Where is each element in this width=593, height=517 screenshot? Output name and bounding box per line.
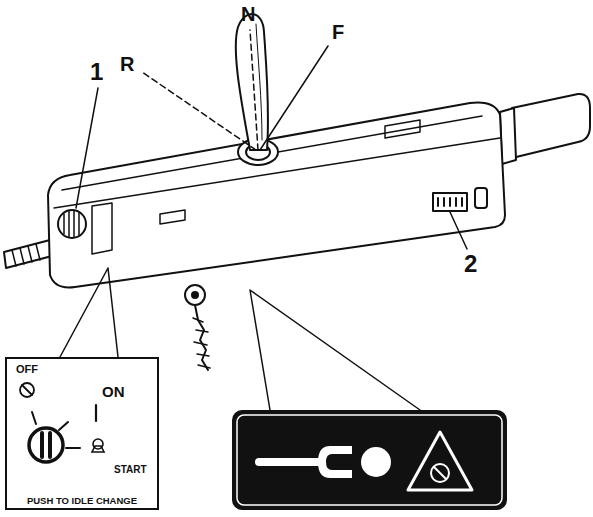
ignition-inset: OFF ON START PUSH TO IDLE CHANGE [5,357,159,510]
label-plate [232,410,507,510]
stop-switch [185,285,205,305]
forward-line [260,46,328,150]
cable-hatch [12,244,40,266]
leader-line [250,290,420,410]
housing-slot [160,210,185,224]
label-border [237,415,502,505]
housing-slot [385,120,420,138]
start-symbol [92,446,104,452]
stop-switch-pin [192,292,198,298]
tiller-handle [4,14,590,410]
position-letter: F [332,22,344,42]
cord-coil [193,318,210,368]
clip-symbol [255,458,323,466]
key-switch [58,210,86,238]
button [475,188,487,208]
switch-recess [92,203,112,254]
leader-line [60,268,118,357]
off-symbol [22,385,32,395]
tick [32,412,36,424]
on-symbol [95,405,97,421]
key-slot-symbol [42,433,50,457]
key-slot-symbol [29,428,63,462]
position-letter: R [120,54,134,74]
switch-position-label: START [114,465,147,475]
warning-symbol [431,464,449,482]
leader-line [450,212,467,249]
housing [48,103,505,288]
shift-lever [236,14,268,150]
position-letter: N [241,4,255,24]
switch-position-label: PUSH TO IDLE CHANGE [7,496,157,506]
socket-pins [438,198,462,206]
clip-symbol [318,446,352,478]
ignition-symbols [5,357,155,510]
callout-number: 1 [90,60,103,84]
lanyard-cord [195,305,208,370]
leader-line [76,88,98,208]
switch-symbol [361,447,391,477]
housing-rim [62,116,482,190]
cable [4,240,52,268]
tick [59,422,68,430]
grip [512,94,590,158]
neutral-line [250,30,258,150]
connector-socket [433,193,467,211]
callout-number: 2 [464,252,477,276]
lever-highlight [256,24,262,140]
knob-ridges [64,211,79,237]
tick [66,447,80,449]
switch-position-label: ON [102,384,125,399]
safety-label [232,410,507,510]
reverse-line [142,72,256,150]
off-symbol [20,383,34,397]
switch-position-label: OFF [16,364,38,375]
warning-triangle [408,432,472,490]
warning-symbol [434,467,446,479]
inset-ground [5,357,155,510]
